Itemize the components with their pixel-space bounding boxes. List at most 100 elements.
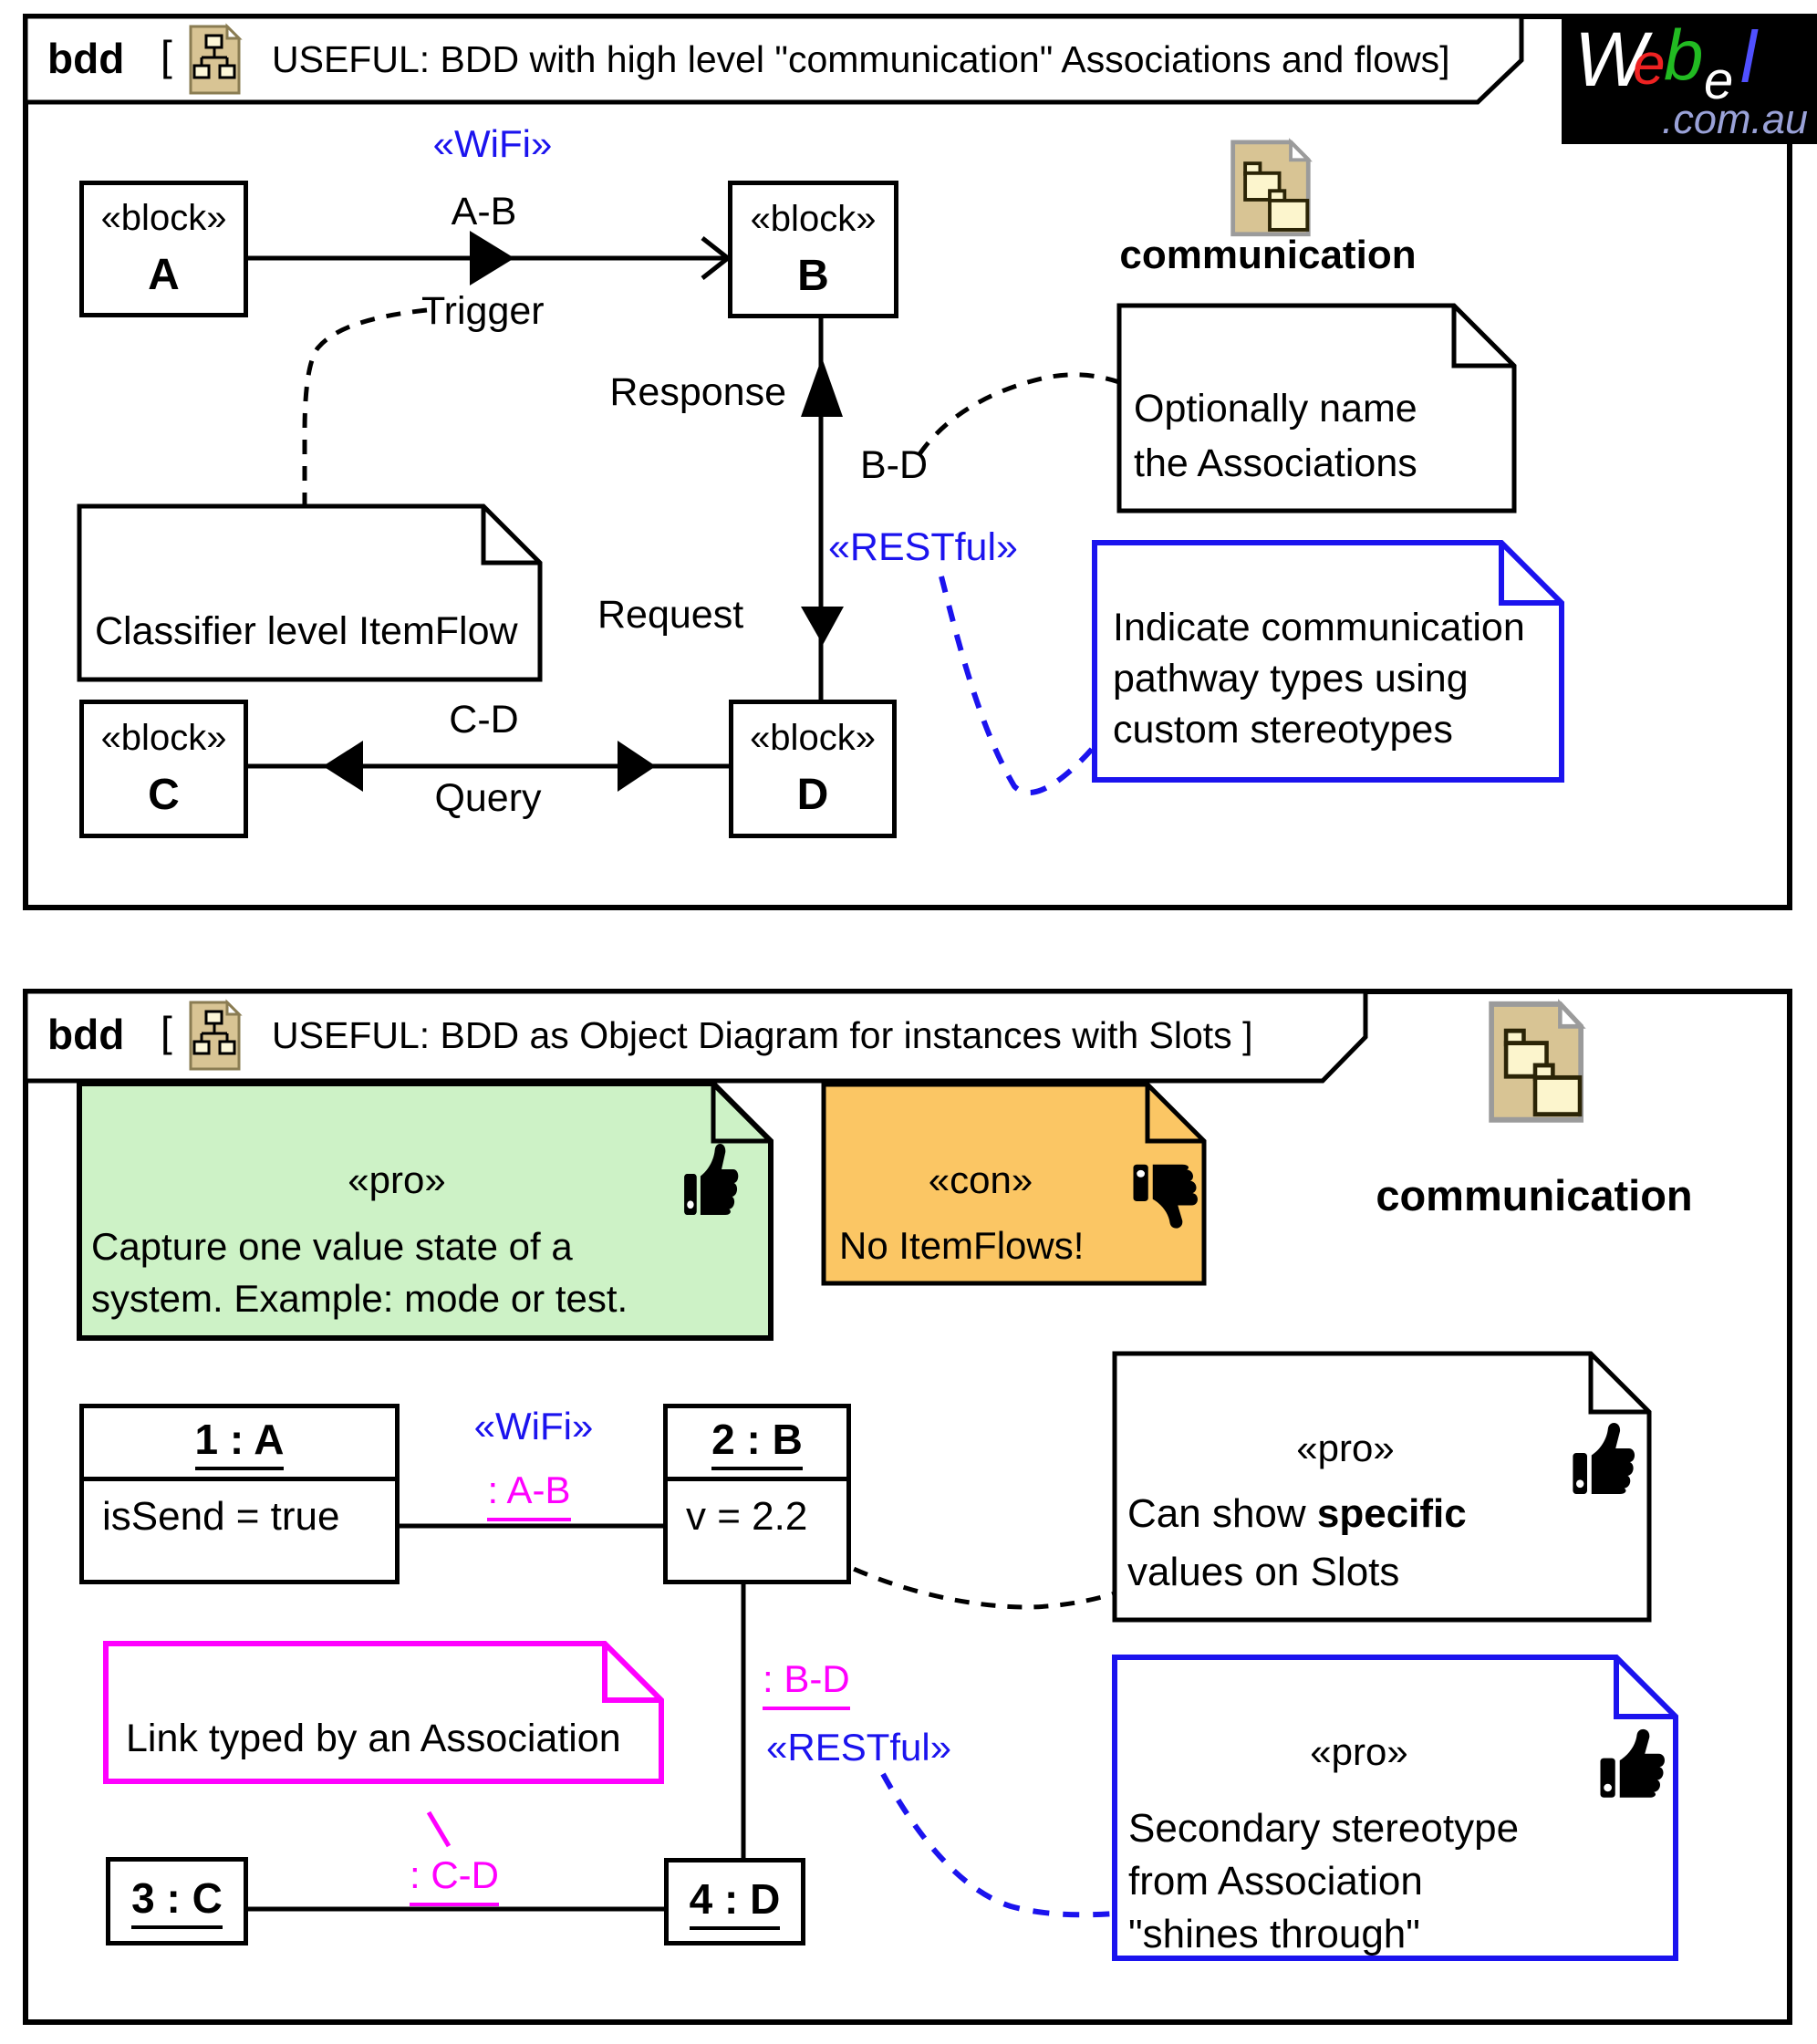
link-bd-name: : B-D bbox=[763, 1655, 850, 1710]
thumbs-up-icon bbox=[1600, 1728, 1665, 1798]
note-con-itemflows bbox=[821, 1082, 1207, 1286]
note-pro-capture-stereotype: «pro» bbox=[348, 1158, 446, 1201]
panel2-frame-keyword: bdd bbox=[47, 1011, 125, 1058]
note-line: pathway types using bbox=[1113, 657, 1469, 700]
block-d-stereotype: «block» bbox=[750, 718, 876, 758]
note-optionally-name bbox=[1116, 303, 1517, 514]
link-ab-name-text: : A-B bbox=[487, 1467, 571, 1521]
instance-1a: 1 : A isSend = true bbox=[79, 1404, 400, 1584]
note-con-stereotype: «con» bbox=[928, 1158, 1033, 1201]
anchor-linktyped-note-to-cd bbox=[426, 1811, 452, 1848]
block-b-stereotype: «block» bbox=[750, 198, 877, 239]
panel2-frame-title-text: USEFUL: BDD as Object Diagram for instan… bbox=[272, 1014, 1232, 1056]
logo-domain: .com.au bbox=[1661, 96, 1808, 142]
instance-2b-slot: v = 2.2 bbox=[686, 1494, 808, 1539]
logo-letter: l bbox=[1740, 16, 1757, 98]
anchor-slot-to-proslots-note bbox=[805, 1541, 1116, 1610]
anchor-bd-to-optionally-note bbox=[917, 372, 1120, 456]
link-ab-name: : A-B bbox=[461, 1467, 597, 1521]
logo-letter: b bbox=[1664, 15, 1704, 95]
block-c: «block» C bbox=[79, 700, 248, 838]
anchor-restful2-to-secondary-note bbox=[880, 1772, 1116, 1918]
panel2-frame-close-bracket: ] bbox=[1231, 1014, 1253, 1056]
logo-letter: e bbox=[1633, 31, 1666, 97]
webel-logo: W e b e l .com.au bbox=[1562, 14, 1817, 144]
block-c-stereotype: «block» bbox=[100, 718, 227, 758]
note-classifier-itemflow-fold bbox=[481, 506, 540, 565]
note-indicate-pathways bbox=[1092, 540, 1564, 783]
link-bd-stereotype: «RESTful» bbox=[766, 1726, 952, 1769]
note-pro-slots-line1: Can show specific bbox=[1127, 1489, 1467, 1539]
logo-letter: W bbox=[1574, 16, 1647, 102]
note-con-text: No ItemFlows! bbox=[839, 1224, 1085, 1267]
block-b: «block» B bbox=[728, 181, 898, 318]
note-line: Capture one value state of a bbox=[91, 1225, 573, 1268]
ab-flow-label: Trigger bbox=[421, 289, 545, 333]
itemflow-request-arrow bbox=[801, 607, 844, 645]
block-c-name: C bbox=[148, 771, 180, 819]
note-link-typed-text: Link typed by an Association bbox=[126, 1717, 621, 1760]
link-ab-stereotype: «WiFi» bbox=[473, 1405, 594, 1447]
note-pro-secondary bbox=[1112, 1655, 1678, 1961]
logo-letter: e bbox=[1704, 51, 1734, 110]
bdd-diagram-icon bbox=[189, 23, 243, 95]
panel1-frame-title-text: USEFUL: BDD with high level "communicati… bbox=[272, 38, 1440, 80]
package-icon bbox=[1230, 138, 1313, 237]
link-cd-name-text: : C-D bbox=[410, 1852, 499, 1906]
bdd-diagram-icon bbox=[189, 999, 243, 1071]
panel1-frame-open-bracket: [ bbox=[161, 32, 172, 79]
anchor-itemflow-note-to-trigger bbox=[302, 307, 428, 504]
panel2-header-tab bbox=[23, 989, 1368, 1084]
block-d: «block» D bbox=[729, 700, 897, 838]
thumbs-up-icon bbox=[684, 1143, 739, 1215]
block-b-name: B bbox=[797, 251, 829, 300]
note-optionally-name-fold bbox=[1451, 306, 1514, 368]
block-a-stereotype: «block» bbox=[100, 198, 227, 238]
package-name: communication bbox=[1119, 233, 1417, 277]
anchor-restful-to-indicate-note bbox=[939, 576, 1097, 795]
itemflow-trigger-arrow bbox=[470, 231, 514, 285]
note-indicate-pathways-fold bbox=[1499, 543, 1562, 606]
panel1-frame-close-bracket: ] bbox=[1439, 38, 1450, 80]
note-indicate-pathways-text: Indicate communication pathway types usi… bbox=[1113, 602, 1525, 755]
panel2-frame-open-bracket: [ bbox=[161, 1008, 172, 1055]
instance-2b-name: 2 : B bbox=[711, 1415, 803, 1470]
note-pro-slots-stereotype: «pro» bbox=[1296, 1427, 1395, 1469]
note-link-typed bbox=[103, 1641, 664, 1784]
thumbs-down-icon bbox=[1133, 1164, 1198, 1229]
instance-1a-slot: isSend = true bbox=[102, 1494, 340, 1539]
link-cd-name: : C-D bbox=[390, 1852, 518, 1906]
instance-4d: 4 : D bbox=[664, 1858, 805, 1945]
bd-flow-up-label: Response bbox=[609, 370, 786, 414]
panel1-header-tab bbox=[23, 14, 1524, 105]
instance-2b-header: 2 : B bbox=[668, 1408, 846, 1481]
note-pro-capture-fold bbox=[711, 1084, 771, 1144]
panel1-frame-title: USEFUL: BDD with high level "communicati… bbox=[272, 36, 1450, 83]
cd-flow-label: Query bbox=[434, 776, 542, 820]
bd-stereotype-label: «RESTful» bbox=[828, 525, 1018, 569]
link-bd-name-text: : B-D bbox=[763, 1655, 850, 1710]
note-classifier-itemflow-text: Classifier level ItemFlow bbox=[95, 609, 518, 653]
instance-2b: 2 : B v = 2.2 bbox=[663, 1404, 851, 1584]
note-line: system. Example: mode or test. bbox=[91, 1277, 628, 1320]
note-line: Secondary stereotype bbox=[1128, 1806, 1520, 1851]
ab-stereotype-label: «WiFi» bbox=[432, 122, 553, 165]
note-line-bold: specific bbox=[1316, 1491, 1467, 1536]
instance-4d-name: 4 : D bbox=[689, 1874, 781, 1930]
note-pro-slots bbox=[1112, 1351, 1652, 1623]
itemflow-query-right-arrow bbox=[618, 741, 656, 792]
instance-3c-name: 3 : C bbox=[131, 1873, 223, 1929]
note-line: Can show bbox=[1127, 1491, 1317, 1536]
itemflow-query-left-arrow bbox=[323, 741, 363, 792]
note-line: "shines through" bbox=[1128, 1912, 1420, 1956]
note-optionally-name-text: Optionally name the Associations bbox=[1134, 381, 1417, 491]
note-pro-capture bbox=[77, 1081, 774, 1341]
note-pro-secondary-fold bbox=[1614, 1657, 1676, 1719]
thumbs-up-icon bbox=[1573, 1422, 1635, 1494]
package-icon bbox=[1489, 998, 1586, 1123]
note-line: Indicate communication bbox=[1113, 606, 1525, 649]
note-line: custom stereotypes bbox=[1113, 708, 1453, 752]
note-pro-slots-line2: values on Slots bbox=[1127, 1550, 1400, 1594]
note-line: the Associations bbox=[1134, 441, 1417, 485]
